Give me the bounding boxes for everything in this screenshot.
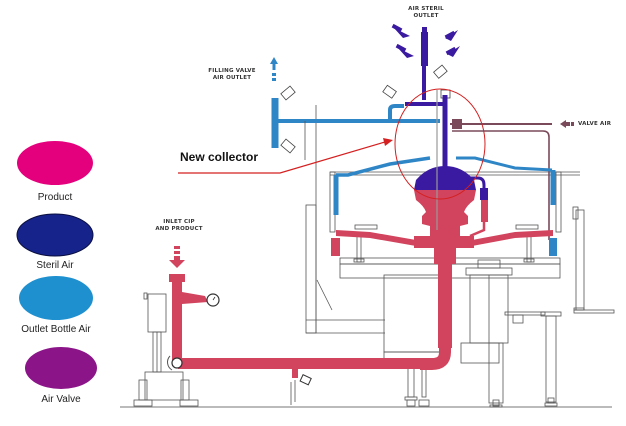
legend <box>16 141 97 389</box>
product-bottom-pipe <box>178 358 428 369</box>
air-steril-outlet-label: AIR STERIL OUTLET <box>398 6 454 20</box>
callout-leader-line <box>178 141 386 174</box>
product-arm-right <box>472 230 553 246</box>
valve-head <box>280 85 296 101</box>
filling-valve-air-outlet-label: FILLING VALVE AIR OUTLET <box>200 68 264 82</box>
legend-swatch-steril-air <box>16 213 94 257</box>
collector-ring-pipe-left <box>336 156 431 177</box>
steril-air-right-tube <box>480 188 488 200</box>
machine-frame <box>133 105 615 408</box>
valve-head <box>433 64 448 79</box>
legend-label-outlet-bottle-air: Outlet Bottle Air <box>21 324 91 335</box>
legend-swatch-product <box>17 141 93 185</box>
valve-air-line <box>450 119 574 240</box>
inlet-line2: AND PRODUCT <box>155 226 203 232</box>
valve-air-fitting <box>452 119 462 129</box>
air-steril-outlet-line2: OUTLET <box>413 13 439 19</box>
valve-head <box>382 84 397 99</box>
inlet-valve-icon <box>171 357 183 369</box>
product-arm-left <box>336 230 416 246</box>
valve-air-inlet-arrow-icon <box>560 120 574 128</box>
drain-valve-icon <box>299 374 312 386</box>
product-riser <box>438 240 452 348</box>
air-steril-outlet-line1: AIR STERIL <box>408 6 444 12</box>
outlet-bottle-air-line <box>270 57 557 256</box>
new-collector-label: New collector <box>180 150 259 164</box>
product-bowl <box>414 190 476 240</box>
product-inlet-pipe <box>172 276 182 366</box>
new-collector-callout <box>178 88 486 200</box>
product-gauge-branch <box>182 292 208 304</box>
valve-head <box>280 138 296 154</box>
legend-label-product: Product <box>37 192 73 203</box>
filling-valve-arrow-icon <box>270 57 278 64</box>
inlet-cip-label: INLET CIP AND PRODUCT <box>142 219 216 233</box>
legend-swatch-outlet-bottle-air <box>19 276 93 320</box>
product-elbow <box>420 345 451 370</box>
exhaust-dash <box>272 78 276 81</box>
product-bottle-left <box>331 238 340 256</box>
valve-air-return-pipe <box>452 130 550 240</box>
valve-heads <box>280 64 451 154</box>
product-riser-flange <box>434 248 456 264</box>
steril-outlet-arrows-icon <box>391 23 460 58</box>
callout-arrowhead-icon <box>383 138 393 146</box>
inlet-arrow-icon <box>169 246 185 268</box>
product-line <box>169 166 553 378</box>
inlet-line1: INLET CIP <box>163 219 195 225</box>
collector-ring-pipe-right <box>456 156 553 172</box>
legend-swatch-air-valve <box>25 347 97 389</box>
product-side-connector <box>469 222 486 238</box>
steril-air-cap <box>422 27 427 33</box>
product-bowl-top <box>414 166 476 190</box>
legend-label-steril-air: Steril Air <box>36 260 74 271</box>
product-drain <box>292 368 298 378</box>
steril-air-filter <box>421 32 428 66</box>
exhaust-dash <box>272 73 276 76</box>
outlet-air-bottle-right <box>549 238 557 256</box>
valve-air-label: VALVE AIR <box>578 121 612 127</box>
filling-valve-line1: FILLING VALVE <box>208 68 256 74</box>
filling-valve-line2: AIR OUTLET <box>212 75 252 81</box>
collector-highlight-circle <box>394 88 486 200</box>
product-side-tube <box>481 200 488 222</box>
steril-air-side-pipe <box>453 176 486 195</box>
outlet-air-top-pipe-up <box>388 104 404 121</box>
product-inlet-flange <box>169 274 185 282</box>
legend-label-air-valve: Air Valve <box>41 394 81 405</box>
